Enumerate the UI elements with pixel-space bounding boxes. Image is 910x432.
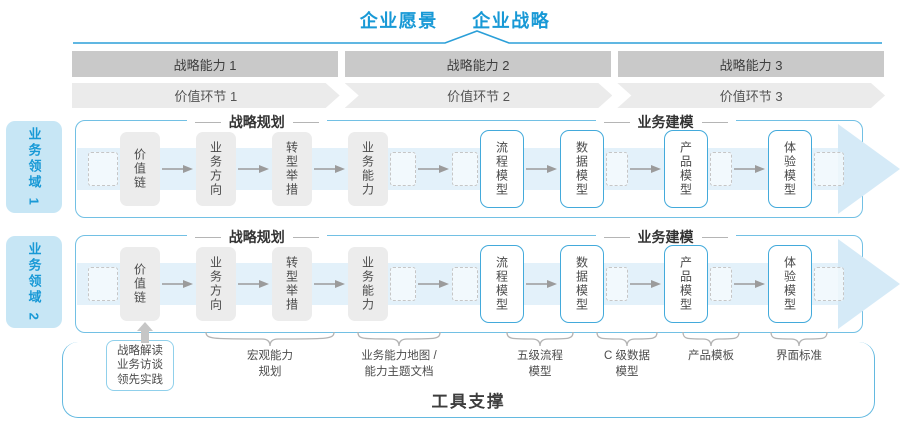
capability-bar: 战略能力 3 xyxy=(618,51,884,77)
flow-box-business-capability: 业务能力 xyxy=(348,247,388,321)
annotation-macro-capability: 宏观能力 规划 xyxy=(205,331,335,380)
strategic-capability-bars: 战略能力 1 战略能力 2 战略能力 3 xyxy=(72,51,884,77)
capability-bar: 战略能力 1 xyxy=(72,51,338,77)
flow-box-experience-model: 体验模型 xyxy=(768,245,812,323)
annotation-label: 界面标准 xyxy=(776,350,822,362)
brace-icon xyxy=(357,331,441,347)
flow-band-arrowhead-icon xyxy=(838,124,900,214)
annotation-label: 业务能力地图 / 能力主题文档 xyxy=(361,350,437,378)
dashed-segment xyxy=(390,152,416,186)
dashed-segment xyxy=(606,267,628,301)
flow-sequence: 价值链 业务方向 转型举措 业务能力 流程模型 数据模型 产品模型 体验模型 xyxy=(76,121,862,217)
value-link-segment: 价值环节 2 xyxy=(345,83,613,108)
flow-box-transformation: 转型举措 xyxy=(272,247,312,321)
dashed-segment xyxy=(88,152,118,186)
flow-box-data-model: 数据模型 xyxy=(560,245,604,323)
domain-tab-1: 业务领域 1 xyxy=(6,121,62,213)
flow-box-product-model: 产品模型 xyxy=(664,245,708,323)
flow-box-experience-model: 体验模型 xyxy=(768,130,812,208)
flow-box-business-capability: 业务能力 xyxy=(348,132,388,206)
annotation-label: 产品模板 xyxy=(688,350,734,362)
section-header-planning: 战略规划 xyxy=(186,227,327,247)
flow-arrow-icon xyxy=(418,280,449,288)
tool-support-label: 工具支撑 xyxy=(431,393,506,411)
flow-arrow-icon xyxy=(314,280,345,288)
diagram-title: 企业愿景 企业战略 xyxy=(0,7,910,33)
dashed-segment xyxy=(710,152,732,186)
domain-flow-row-1: 战略规划 业务建模 价值链 业务方向 转型举措 业务能力 流程模型 数据模型 产… xyxy=(75,112,900,218)
annotation-data-model: C 级数据 模型 xyxy=(596,331,658,380)
annotation-label: C 级数据 模型 xyxy=(604,350,650,378)
flow-arrow-icon xyxy=(630,280,661,288)
value-link-segment: 价值环节 1 xyxy=(72,83,340,108)
flow-arrow-icon xyxy=(526,165,557,173)
flow-arrow-icon xyxy=(238,165,269,173)
annotation-product-template: 产品模板 xyxy=(682,331,740,365)
annotation-label: 宏观能力 规划 xyxy=(247,350,293,378)
domain-flow-row-2: 战略规划 业务建模 价值链 业务方向 转型举措 业务能力 流程模型 数据模型 产… xyxy=(75,227,900,333)
annotation-process-model: 五级流程 模型 xyxy=(506,331,574,380)
annotation-label: 五级流程 模型 xyxy=(517,350,563,378)
annotation-ui-standard: 界面标准 xyxy=(770,331,828,365)
dashed-segment xyxy=(814,152,844,186)
section-header-modeling: 业务建模 xyxy=(595,112,736,132)
flow-box-value-chain: 价值链 xyxy=(120,132,160,206)
value-link-segment: 价值环节 3 xyxy=(617,83,885,108)
dashed-segment xyxy=(814,267,844,301)
strategy-title: 企业战略 xyxy=(472,11,551,31)
dashed-segment xyxy=(606,152,628,186)
flow-arrow-icon xyxy=(526,280,557,288)
domain-tab-2: 业务领域 2 xyxy=(6,236,62,328)
dashed-segment xyxy=(452,152,478,186)
flow-box-product-model: 产品模型 xyxy=(664,130,708,208)
flow-arrow-icon xyxy=(630,165,661,173)
dashed-segment xyxy=(452,267,478,301)
capability-bar: 战略能力 2 xyxy=(345,51,611,77)
flow-box-business-direction: 业务方向 xyxy=(196,247,236,321)
flow-box-process-model: 流程模型 xyxy=(480,245,524,323)
flow-arrow-icon xyxy=(418,165,449,173)
flow-box-value-chain: 价值链 xyxy=(120,247,160,321)
flow-box-business-direction: 业务方向 xyxy=(196,132,236,206)
tool-support-container: 工具支撑 xyxy=(62,342,875,418)
dashed-segment xyxy=(710,267,732,301)
section-header-planning: 战略规划 xyxy=(186,112,327,132)
dashed-segment xyxy=(390,267,416,301)
practice-note-box: 战略解读 业务访谈 领先实践 xyxy=(106,340,174,392)
brace-icon xyxy=(205,331,335,347)
vision-title: 企业愿景 xyxy=(359,11,438,31)
flow-band-arrowhead-icon xyxy=(838,239,900,329)
brace-icon xyxy=(770,331,828,347)
annotation-capability-map: 业务能力地图 / 能力主题文档 xyxy=(357,331,441,380)
flow-arrow-icon xyxy=(314,165,345,173)
flow-arrow-icon xyxy=(238,280,269,288)
section-header-modeling: 业务建模 xyxy=(595,227,736,247)
up-arrow-icon xyxy=(137,322,153,343)
flow-arrow-icon xyxy=(162,280,193,288)
flow-arrow-icon xyxy=(734,280,765,288)
flow-box-transformation: 转型举措 xyxy=(272,132,312,206)
flow-arrow-icon xyxy=(734,165,765,173)
brace-icon xyxy=(596,331,658,347)
brace-icon xyxy=(682,331,740,347)
flow-box-data-model: 数据模型 xyxy=(560,130,604,208)
value-link-chevrons: 价值环节 1 价值环节 2 价值环节 3 xyxy=(72,83,885,108)
vision-caret-line-icon xyxy=(73,30,882,44)
dashed-segment xyxy=(88,267,118,301)
brace-icon xyxy=(506,331,574,347)
flow-sequence: 价值链 业务方向 转型举措 业务能力 流程模型 数据模型 产品模型 体验模型 xyxy=(76,236,862,332)
flow-arrow-icon xyxy=(162,165,193,173)
flow-box-process-model: 流程模型 xyxy=(480,130,524,208)
